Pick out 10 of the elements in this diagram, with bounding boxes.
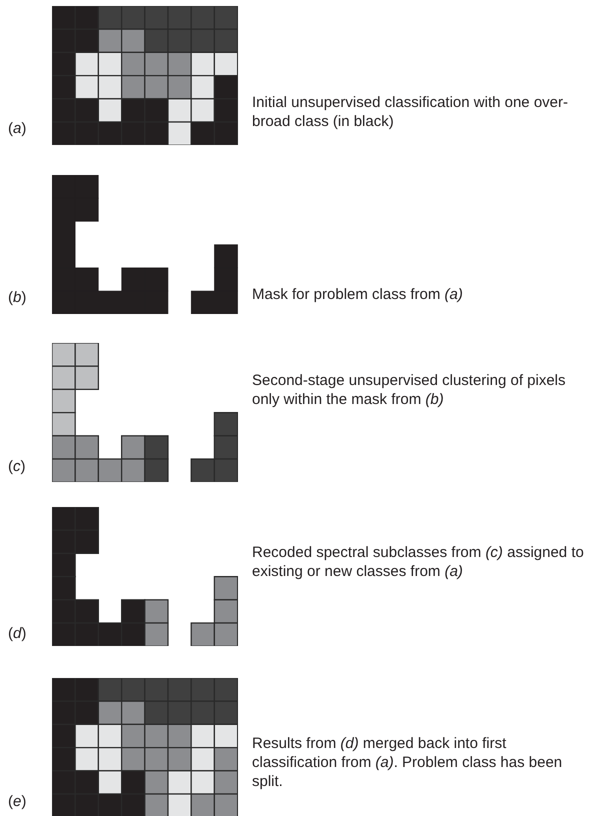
panel-letter: (e) xyxy=(8,792,26,811)
panel-caption: Second-stage unsupervised clustering of pixels only within the mask from (b) xyxy=(252,371,567,409)
panel-letter: (c) xyxy=(8,457,26,476)
panel-caption: Results from (d) merged back into first classification from (a). Problem class has been split. xyxy=(252,734,564,791)
panel-letter: (b) xyxy=(8,288,26,307)
panel-letter: (a) xyxy=(8,119,26,138)
panel-caption: Initial unsupervised classification with one over-broad class (in black) xyxy=(252,93,569,131)
panel-letter: (d) xyxy=(8,624,26,643)
panel-caption: Recoded spectral subclasses from (c) assigned to existing or new classes from (a) xyxy=(252,543,585,581)
panel-caption: Mask for problem class from (a) xyxy=(252,285,464,304)
